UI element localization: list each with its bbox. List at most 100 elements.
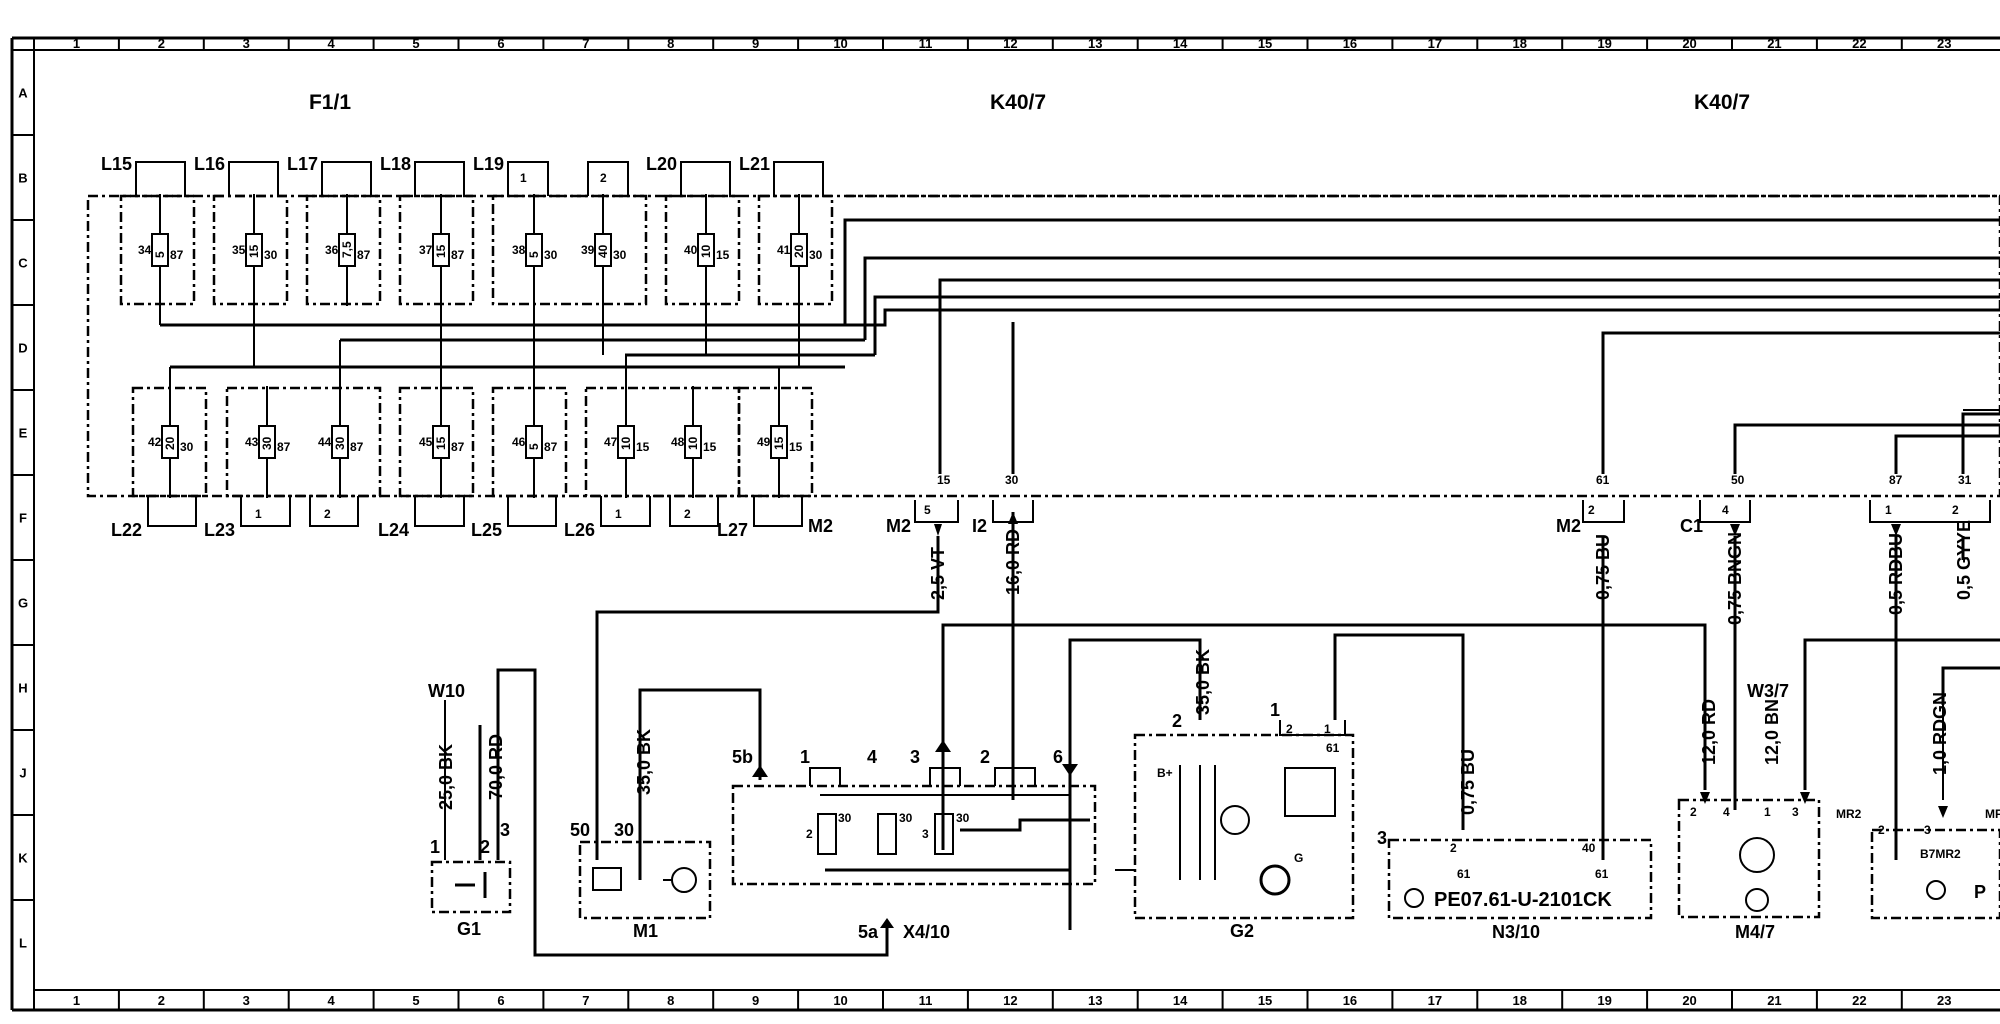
svg-text:10: 10 xyxy=(699,244,713,258)
column-label: 11 xyxy=(919,993,933,1008)
svg-text:G2: G2 xyxy=(1230,921,1254,941)
svg-text:30: 30 xyxy=(264,248,278,262)
svg-text:41: 41 xyxy=(777,243,791,257)
svg-text:10: 10 xyxy=(619,436,633,450)
connector-L24: L24 xyxy=(378,496,465,540)
svg-text:L18: L18 xyxy=(380,154,411,174)
svg-text:35: 35 xyxy=(232,243,246,257)
svg-text:87: 87 xyxy=(277,440,291,454)
svg-text:3: 3 xyxy=(1377,828,1387,848)
svg-text:15: 15 xyxy=(703,440,717,454)
column-label: 16 xyxy=(1343,993,1357,1008)
connector-87-31: 1 87 2 31 xyxy=(1869,473,1991,536)
svg-text:40: 40 xyxy=(684,243,698,257)
svg-text:2: 2 xyxy=(480,837,490,857)
column-label: 14 xyxy=(1173,36,1188,51)
connector-L25: L25 xyxy=(471,496,557,540)
column-label: 8 xyxy=(667,36,674,51)
svg-text:P: P xyxy=(1974,882,1986,902)
column-label: 13 xyxy=(1088,993,1102,1008)
connector-L18: L18 xyxy=(380,154,465,196)
row-label: L xyxy=(19,936,27,951)
column-label: 23 xyxy=(1937,36,1951,51)
svg-text:2: 2 xyxy=(1286,722,1293,736)
column-label: 9 xyxy=(752,36,759,51)
svg-text:L22: L22 xyxy=(111,520,142,540)
fuse-groups-top xyxy=(119,194,834,306)
connector-m2-right: 2 61 M2 xyxy=(1556,473,1625,536)
svg-text:1: 1 xyxy=(1764,805,1771,819)
svg-text:46: 46 xyxy=(512,435,526,449)
row-label: E xyxy=(19,426,28,441)
svg-text:1: 1 xyxy=(800,747,810,767)
column-label: 17 xyxy=(1428,36,1442,51)
svg-text:12,0 RD: 12,0 RD xyxy=(1699,699,1719,765)
svg-text:30: 30 xyxy=(544,248,558,262)
wire-labels: 2,5 VT 16,0 RD 0,75 BU 0,75 BNGN 0,5 RDB… xyxy=(436,520,1974,815)
svg-text:45: 45 xyxy=(419,435,433,449)
svg-text:L21: L21 xyxy=(739,154,770,174)
svg-text:20: 20 xyxy=(163,436,177,450)
svg-text:36: 36 xyxy=(325,243,339,257)
svg-text:49: 49 xyxy=(757,435,771,449)
svg-text:15: 15 xyxy=(937,473,951,487)
svg-text:15: 15 xyxy=(434,436,448,450)
column-label: 8 xyxy=(667,993,674,1008)
column-label: 14 xyxy=(1173,993,1188,1008)
svg-text:L23: L23 xyxy=(204,520,235,540)
svg-text:M4/7: M4/7 xyxy=(1735,922,1775,942)
column-label: 22 xyxy=(1852,36,1866,51)
svg-text:L20: L20 xyxy=(646,154,677,174)
svg-text:44: 44 xyxy=(318,435,332,449)
svg-text:87: 87 xyxy=(357,248,371,262)
svg-text:1: 1 xyxy=(255,507,262,521)
svg-text:87: 87 xyxy=(544,440,558,454)
lower-wiring xyxy=(478,512,2000,957)
svg-text:87: 87 xyxy=(170,248,184,262)
svg-text:7,5: 7,5 xyxy=(340,241,354,258)
column-label: 19 xyxy=(1597,36,1611,51)
row-label: H xyxy=(18,681,27,696)
svg-text:15: 15 xyxy=(247,244,261,258)
svg-text:MF: MF xyxy=(1985,807,2000,821)
svg-text:43: 43 xyxy=(245,435,259,449)
svg-text:2: 2 xyxy=(1172,711,1182,731)
svg-text:1,0 RDGN: 1,0 RDGN xyxy=(1930,692,1950,775)
svg-text:30: 30 xyxy=(809,248,823,262)
svg-text:2: 2 xyxy=(1588,503,1595,517)
svg-text:30: 30 xyxy=(899,811,913,825)
column-label: 21 xyxy=(1767,36,1781,51)
svg-text:M1: M1 xyxy=(633,921,658,941)
relay-title-right: K40/7 xyxy=(1694,91,1750,114)
svg-text:2: 2 xyxy=(1690,805,1697,819)
svg-text:3: 3 xyxy=(922,827,929,841)
svg-text:1: 1 xyxy=(520,171,527,185)
svg-text:87: 87 xyxy=(1889,473,1903,487)
motor-m4-7: W3/7 2 4 1 3 M4/7 xyxy=(1677,681,1821,942)
svg-text:M2: M2 xyxy=(886,516,911,536)
svg-text:L15: L15 xyxy=(101,154,132,174)
svg-text:3: 3 xyxy=(500,820,510,840)
svg-text:34: 34 xyxy=(138,243,152,257)
column-label: 15 xyxy=(1258,993,1272,1008)
svg-text:2: 2 xyxy=(1450,841,1457,855)
svg-text:30: 30 xyxy=(614,820,634,840)
column-label: 3 xyxy=(243,36,250,51)
svg-text:15: 15 xyxy=(636,440,650,454)
svg-text:48: 48 xyxy=(671,435,685,449)
svg-text:12,0 BN: 12,0 BN xyxy=(1762,699,1782,765)
fuse-bus-wiring xyxy=(159,194,2000,474)
